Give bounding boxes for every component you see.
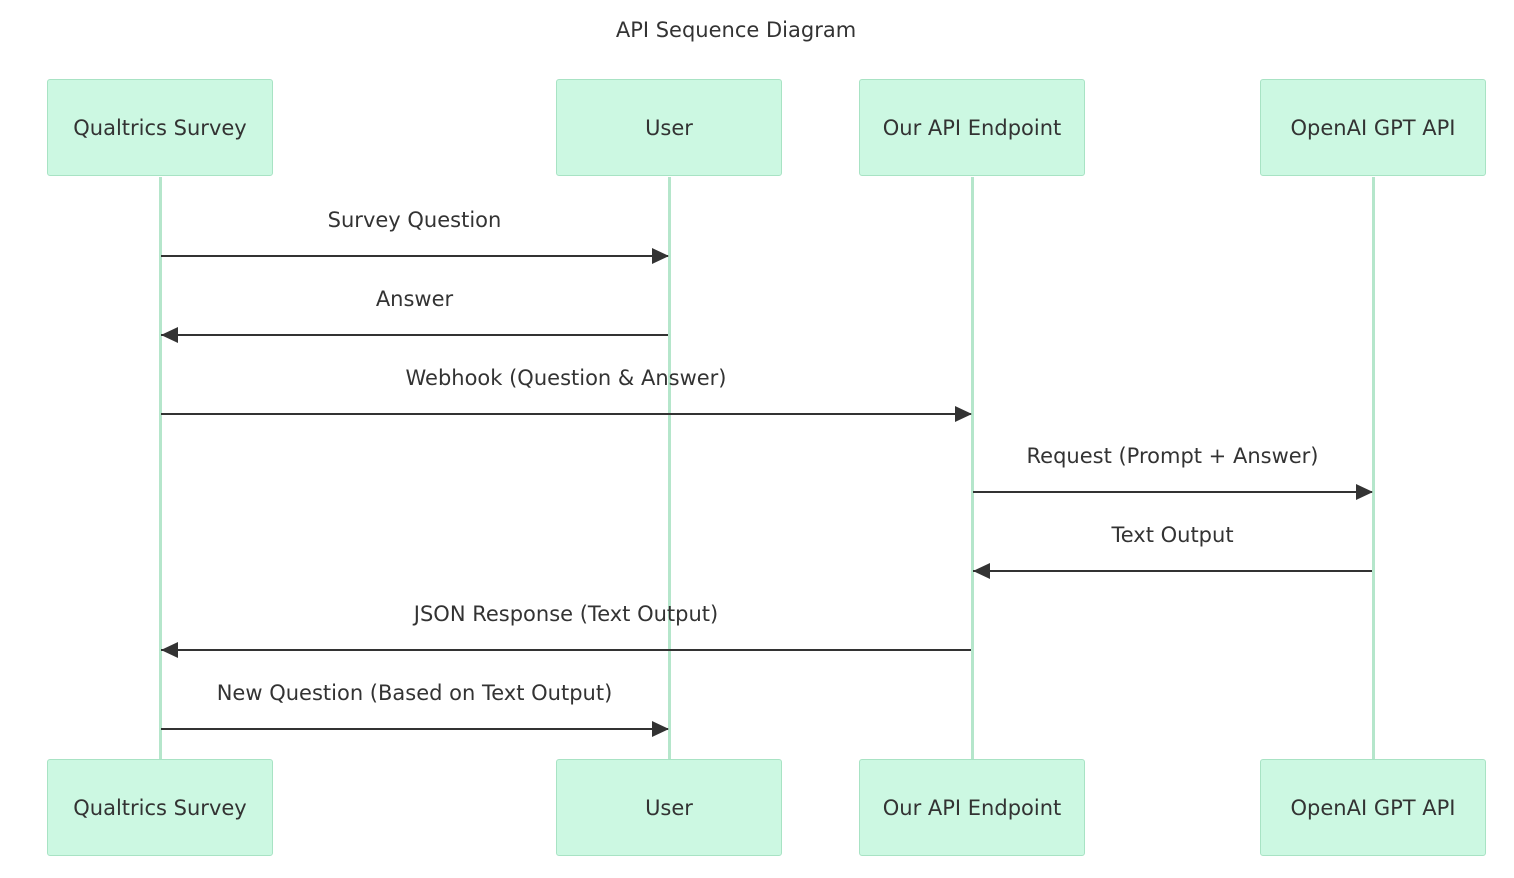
participant-openai-top: OpenAI GPT API [1260,79,1486,176]
lifeline-endpoint [971,177,974,759]
participant-openai-bottom: OpenAI GPT API [1260,759,1486,856]
participant-user-bottom: User [556,759,782,856]
lifeline-user [668,177,671,759]
arrow-left-icon [161,642,178,658]
arrow-right-icon [652,721,669,737]
lifeline-qualtrics [159,177,162,759]
message-arrow-line [973,491,1372,493]
arrow-right-icon [955,406,972,422]
message-label: Request (Prompt + Answer) [1026,444,1319,468]
lifeline-openai [1372,177,1375,759]
participant-qualtrics-top: Qualtrics Survey [47,79,273,176]
arrow-left-icon [973,563,990,579]
message-label: Webhook (Question & Answer) [405,366,727,390]
message-arrow-line [161,649,971,651]
participant-user-top: User [556,79,782,176]
participant-endpoint-top: Our API Endpoint [859,79,1085,176]
message-label: New Question (Based on Text Output) [216,681,613,705]
diagram-title: API Sequence Diagram [615,18,857,42]
arrow-left-icon [161,327,178,343]
arrow-right-icon [652,248,669,264]
message-label: Answer [375,287,454,311]
message-arrow-line [161,255,668,257]
message-arrow-line [973,570,1372,572]
message-arrow-line [161,413,971,415]
message-label: JSON Response (Text Output) [413,602,719,626]
message-arrow-line [161,728,668,730]
arrow-right-icon [1356,484,1373,500]
message-arrow-line [161,334,668,336]
message-label: Survey Question [327,208,502,232]
message-label: Text Output [1111,523,1234,547]
participant-qualtrics-bottom: Qualtrics Survey [47,759,273,856]
participant-endpoint-bottom: Our API Endpoint [859,759,1085,856]
